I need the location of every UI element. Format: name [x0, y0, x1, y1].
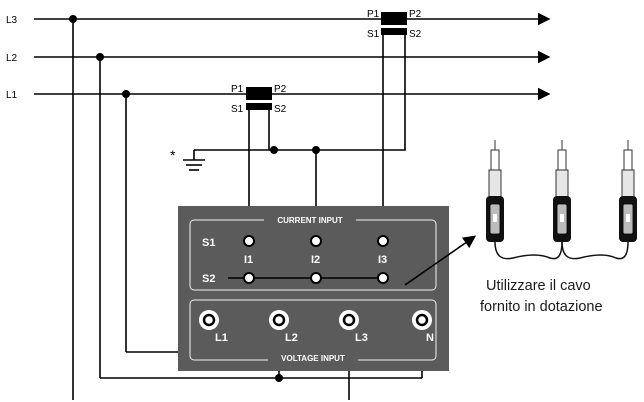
ct-s2-label: S2 [409, 29, 422, 40]
ct-secondary-bar [381, 28, 407, 35]
label-voltage-l3: L3 [355, 332, 368, 344]
ground-asterisk: * [170, 147, 176, 163]
pointer-arrow [404, 235, 477, 286]
terminal-s1-i3 [377, 235, 389, 247]
current-transformer-l3: P1 P2 S1 S2 [367, 9, 422, 40]
clamp-cable-illustration [485, 140, 638, 260]
cable-note-line1: Utilizzare il cavo [486, 278, 591, 294]
label-voltage-n: N [426, 332, 434, 344]
label-voltage-l1: L1 [215, 332, 228, 344]
terminal-s2-i1 [243, 272, 255, 284]
label-i2: I2 [311, 254, 320, 266]
wiring [69, 15, 423, 400]
cable-note-line2: fornito in dotazione [480, 299, 603, 315]
line-label-l1: L1 [6, 90, 18, 101]
line-label-l2: L2 [6, 53, 18, 64]
label-voltage-l2: L2 [285, 332, 298, 344]
phase-line-l1: L1 [6, 87, 551, 101]
row-label-s1: S1 [202, 237, 215, 249]
label-i3: I3 [378, 254, 387, 266]
ct-s1-label: S1 [231, 104, 244, 115]
panel-body [178, 206, 449, 371]
ct-p1-label: P1 [231, 84, 244, 95]
terminal-voltage-l3 [342, 313, 356, 327]
phase-line-l2: L2 [6, 50, 551, 64]
current-transformer-l1: P1 P2 S1 S2 [231, 84, 287, 115]
ct-s1-label: S1 [367, 29, 380, 40]
terminal-s1-i1 [243, 235, 255, 247]
terminal-voltage-l2 [272, 313, 286, 327]
line-label-l3: L3 [6, 15, 18, 26]
terminal-voltage-n [415, 313, 429, 327]
ct-s2-label: S2 [274, 104, 287, 115]
terminal-s1-i2 [310, 235, 322, 247]
terminal-s2-i2 [310, 272, 322, 284]
instrument-panel: CURRENT INPUT S1 S2 I1 I2 I3 VOLTAGE INP… [178, 206, 449, 371]
ct-primary-bar [381, 12, 407, 25]
current-input-title: CURRENT INPUT [277, 216, 342, 225]
ct-primary-bar [246, 87, 272, 100]
ct-p2-label: P2 [409, 9, 422, 20]
terminal-s2-i3 [377, 272, 389, 284]
voltage-input-title: VOLTAGE INPUT [281, 354, 345, 363]
phase-line-l3: L3 [6, 12, 551, 26]
label-i1: I1 [244, 254, 253, 266]
ct-p1-label: P1 [367, 9, 380, 20]
ct-secondary-bar [246, 103, 272, 110]
terminal-voltage-l1 [202, 313, 216, 327]
row-label-s2: S2 [202, 273, 215, 285]
ct-p2-label: P2 [274, 84, 287, 95]
